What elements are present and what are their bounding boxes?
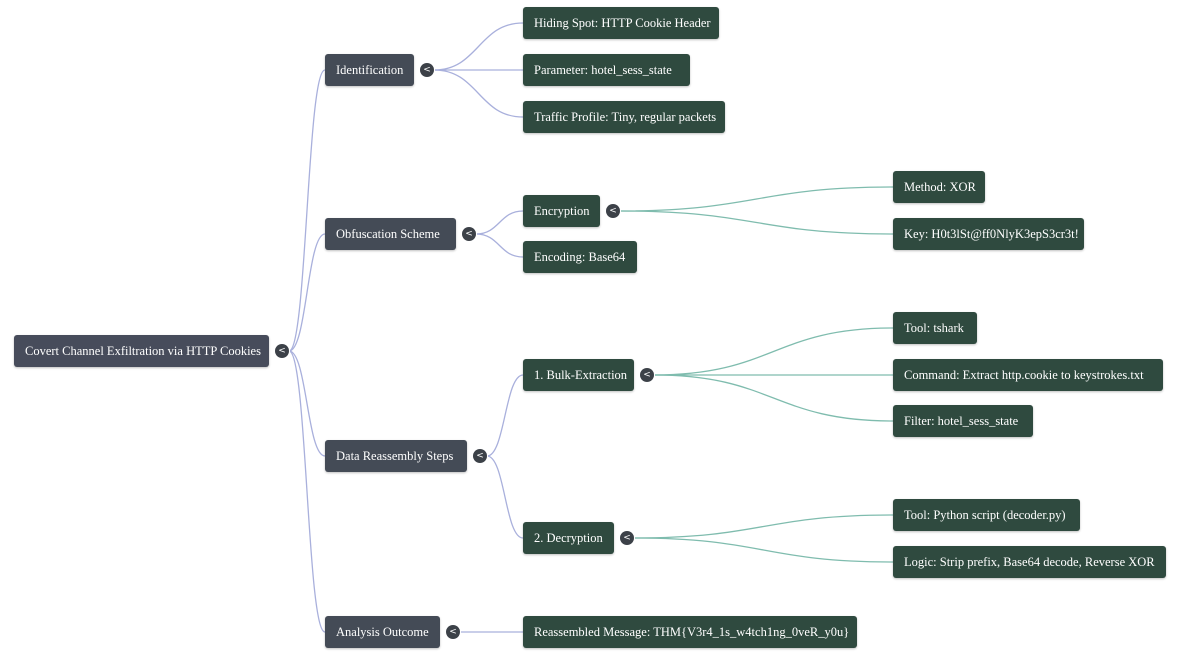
link-root-outcome: [288, 350, 326, 633]
collapse-chevron-icon[interactable]: <: [420, 63, 434, 77]
node-encoding[interactable]: Encoding: Base64: [523, 241, 637, 273]
node-command[interactable]: Command: Extract http.cookie to keystrok…: [893, 359, 1163, 391]
collapse-chevron-icon[interactable]: <: [473, 449, 487, 463]
link-identification-hiding-spot: [433, 22, 524, 71]
node-bulk-extraction[interactable]: 1. Bulk-Extraction: [523, 359, 634, 391]
link-bulk-filter: [653, 374, 894, 422]
collapse-chevron-icon[interactable]: <: [275, 344, 289, 358]
node-hiding-spot[interactable]: Hiding Spot: HTTP Cookie Header: [523, 7, 719, 39]
node-tool-tshark[interactable]: Tool: tshark: [893, 312, 977, 344]
link-encryption-method: [619, 186, 894, 212]
node-filter[interactable]: Filter: hotel_sess_state: [893, 405, 1033, 437]
link-bulk-tool: [653, 327, 894, 376]
collapse-chevron-icon[interactable]: <: [462, 227, 476, 241]
link-root-reassembly: [288, 350, 326, 457]
link-decryption-logic: [633, 537, 894, 563]
node-parameter[interactable]: Parameter: hotel_sess_state: [523, 54, 690, 86]
collapse-chevron-icon[interactable]: <: [606, 204, 620, 218]
collapse-chevron-icon[interactable]: <: [620, 531, 634, 545]
root-node[interactable]: Covert Channel Exfiltration via HTTP Coo…: [14, 335, 269, 367]
link-obfuscation-encoding: [475, 233, 524, 258]
node-decryption[interactable]: 2. Decryption: [523, 522, 614, 554]
branch-analysis-outcome[interactable]: Analysis Outcome: [325, 616, 440, 648]
node-traffic-profile[interactable]: Traffic Profile: Tiny, regular packets: [523, 101, 725, 133]
link-root-identification: [288, 69, 326, 352]
node-encryption[interactable]: Encryption: [523, 195, 600, 227]
node-logic[interactable]: Logic: Strip prefix, Base64 decode, Reve…: [893, 546, 1166, 578]
node-tool-python[interactable]: Tool: Python script (decoder.py): [893, 499, 1080, 531]
node-reassembled-message[interactable]: Reassembled Message: THM{V3r4_1s_w4tch1n…: [523, 616, 857, 648]
branch-identification[interactable]: Identification: [325, 54, 414, 86]
branch-data-reassembly-steps[interactable]: Data Reassembly Steps: [325, 440, 467, 472]
collapse-chevron-icon[interactable]: <: [640, 368, 654, 382]
node-method-xor[interactable]: Method: XOR: [893, 171, 985, 203]
link-reassembly-bulk: [486, 374, 524, 457]
link-decryption-tool: [633, 514, 894, 539]
link-encryption-key: [619, 210, 894, 235]
link-root-obfuscation: [288, 233, 326, 352]
collapse-chevron-icon[interactable]: <: [446, 625, 460, 639]
link-obfuscation-encryption: [475, 210, 524, 235]
link-reassembly-decryption: [486, 455, 524, 539]
branch-obfuscation-scheme[interactable]: Obfuscation Scheme: [325, 218, 456, 250]
link-identification-traffic: [433, 69, 524, 118]
node-key[interactable]: Key: H0t3lSt@ff0NlyK3epS3cr3t!: [893, 218, 1084, 250]
